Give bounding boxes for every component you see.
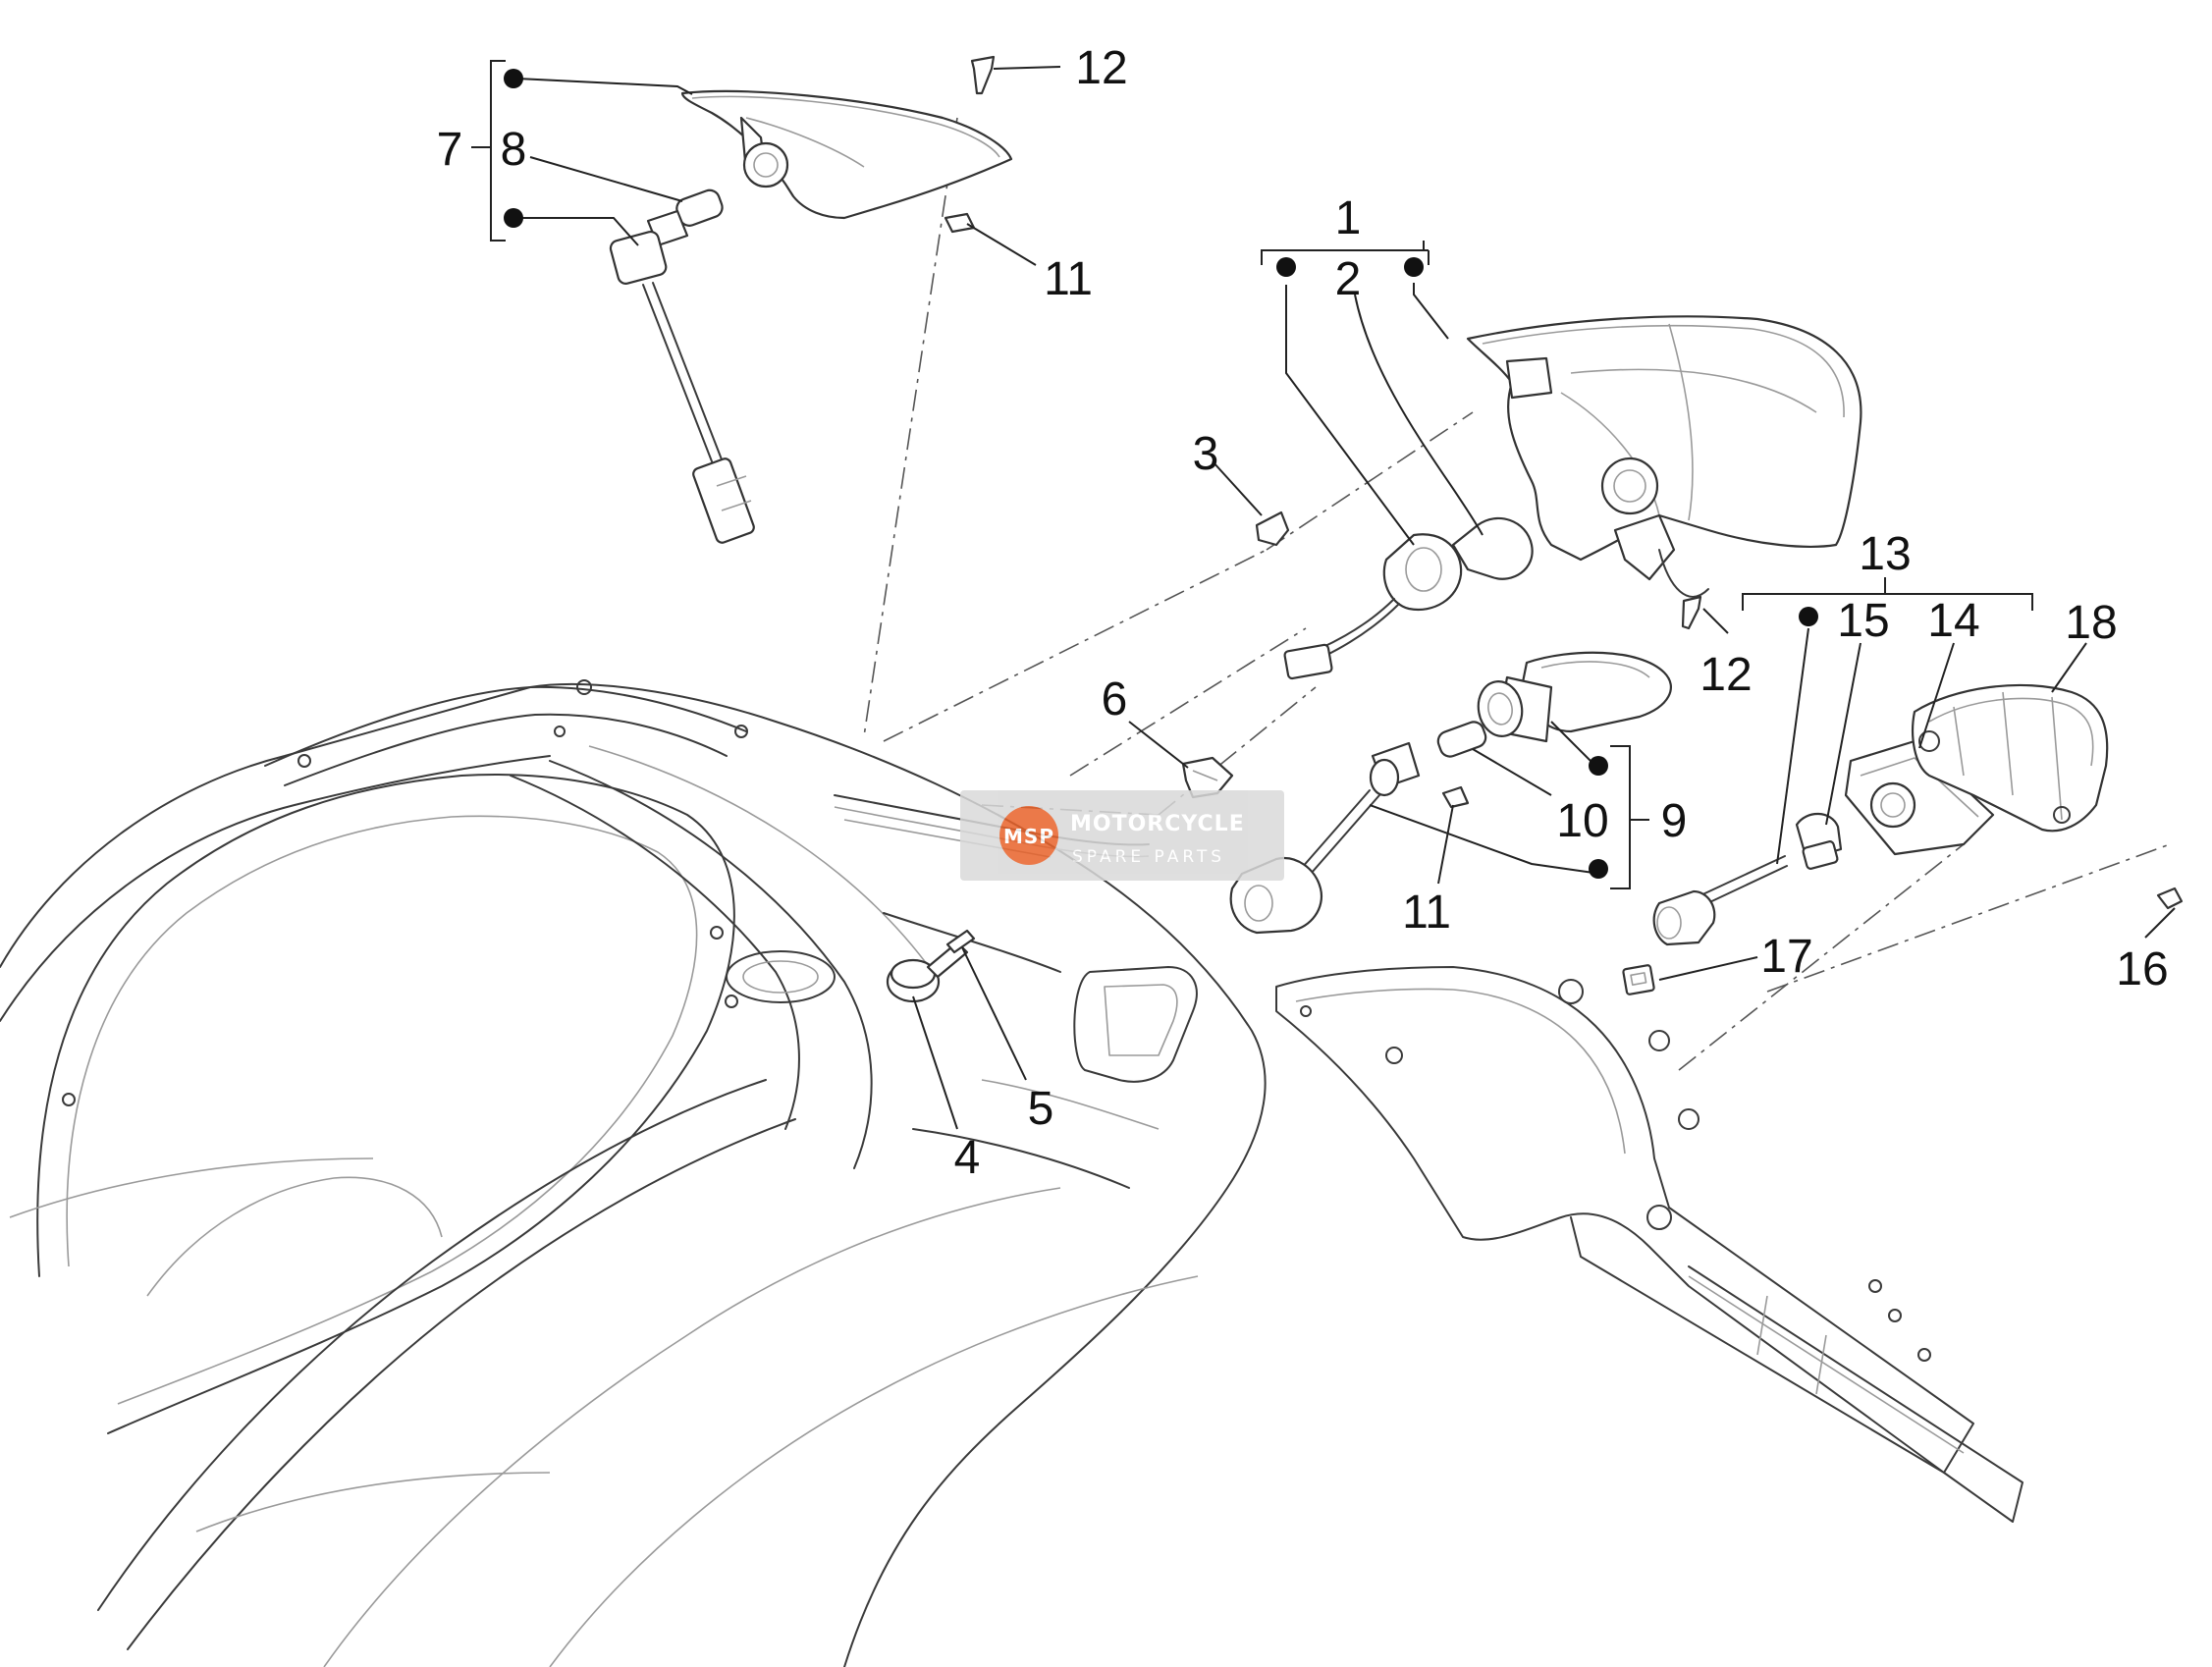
callout-16: 16: [2116, 943, 2168, 995]
leader-lines: [516, 66, 2176, 1130]
callout-5: 5: [1028, 1083, 1054, 1135]
center-indicator-socket-wire: [1229, 741, 1421, 935]
callout-17: 17: [1760, 931, 1812, 983]
watermark: MSP MOTORCYCLE SPARE PARTS: [960, 790, 1284, 881]
part-14-plate-light-lens: [1844, 739, 1995, 856]
callout-9: 9: [1661, 795, 1688, 847]
callout-18: 18: [2065, 597, 2117, 649]
callout-8: 8: [501, 124, 527, 176]
part-9-right-indicator: [1477, 651, 1672, 743]
part-1-tail-light: [1466, 315, 1862, 598]
part-11-top-clip: [944, 212, 976, 234]
callout-4: 4: [954, 1132, 981, 1184]
callout-3: 3: [1193, 428, 1219, 480]
part-15-bulb: [1795, 812, 1843, 870]
callout-10: 10: [1556, 795, 1608, 847]
part-3-clip: [1255, 511, 1290, 547]
part-5-pin: [945, 929, 976, 954]
bracket-7: [471, 60, 506, 242]
callout-labels: 1 2 3 4 5 6 7 8 9 10 11 11 12 12 13 14 1…: [437, 42, 2169, 1184]
callout-13: 13: [1859, 528, 1911, 580]
part-7-indicator-lens: [680, 89, 1013, 220]
part-4-knob: [886, 941, 969, 1003]
part-12-mid-screw: [1681, 595, 1702, 630]
tail-light-socket-wire: [1283, 533, 1463, 680]
callout-12-top: 12: [1075, 42, 1127, 94]
part-10-bulb: [1436, 721, 1487, 758]
watermark-badge-text: MSP: [1003, 825, 1054, 848]
bullet-dots: [504, 69, 1818, 879]
callout-6: 6: [1102, 673, 1128, 726]
part-16-screw: [2156, 887, 2184, 910]
callout-7: 7: [437, 124, 463, 176]
callout-14: 14: [1927, 595, 1979, 647]
callout-12-mid: 12: [1699, 649, 1752, 701]
callout-11-mid: 11: [1402, 887, 1451, 939]
indicator-socket-wire: [609, 209, 755, 544]
part-12-top-screw: [970, 55, 996, 95]
license-plate-holder: [1275, 966, 2023, 1523]
callout-15: 15: [1837, 595, 1889, 647]
callout-2: 2: [1335, 253, 1362, 305]
callout-11-top: 11: [1044, 253, 1093, 305]
part-11-mid-clip: [1441, 785, 1470, 809]
part-17-clip: [1622, 964, 1655, 995]
part-2-bulb: [1451, 516, 1534, 580]
part-18-plate-light-housing: [1912, 683, 2109, 833]
part-13-socket-wire: [1652, 855, 1788, 946]
watermark-logo-icon: [999, 806, 1058, 865]
callout-1: 1: [1335, 192, 1362, 244]
watermark-line1: MOTORCYCLE: [1070, 812, 1245, 836]
watermark-line2: SPARE PARTS: [1072, 847, 1225, 867]
assembly-lines: [863, 117, 2171, 1071]
